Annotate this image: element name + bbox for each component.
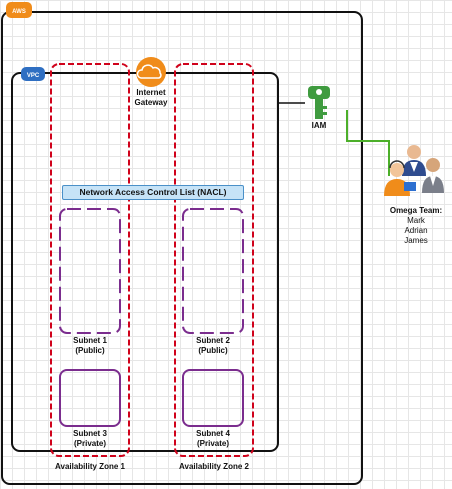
team-title: Omega Team: [389, 206, 443, 215]
subnet-4-type: (Private) [196, 439, 229, 448]
svg-text:VPC: VPC [27, 73, 40, 79]
internet-gateway-label-line2: Gateway [134, 98, 168, 107]
subnet-3-name: Subnet 3 [73, 429, 107, 438]
subnet-3-type: (Private) [73, 439, 106, 448]
subnet-3-label: Subnet 3 (Private) [60, 429, 120, 449]
team-member-3: James [404, 236, 428, 245]
iam-key-icon [308, 86, 330, 119]
iam-team-connector-green [346, 110, 390, 176]
team-people-icon [384, 145, 444, 196]
subnet-2-type: (Public) [198, 346, 228, 355]
subnet-1-label: Subnet 1 (Public) [60, 336, 120, 356]
vpc-icon: VPC [21, 67, 45, 81]
internet-gateway-icon [136, 57, 166, 87]
aws-icon: AWS [6, 2, 32, 18]
subnet-4-box [182, 369, 244, 427]
subnet-1-box [59, 208, 121, 334]
availability-zone-2-label: Availability Zone 2 [179, 462, 249, 471]
internet-gateway-label-line1: Internet [136, 88, 166, 97]
subnet-2-box [182, 208, 244, 334]
svg-text:AWS: AWS [12, 9, 26, 15]
iam-label: IAM [311, 121, 327, 130]
team-member-2: Adrian [404, 226, 428, 235]
availability-zone-1-label: Availability Zone 1 [55, 462, 125, 471]
subnet-1-name: Subnet 1 [73, 336, 107, 345]
subnet-4-label: Subnet 4 (Private) [183, 429, 243, 449]
team-member-1: Mark [407, 216, 425, 225]
internet-gateway-label: Internet Gateway [126, 88, 176, 108]
aws-cloud-boundary [1, 11, 363, 485]
subnet-3-box [59, 369, 121, 427]
availability-zone-1-boundary [50, 63, 130, 457]
subnet-4-name: Subnet 4 [196, 429, 230, 438]
subnet-2-label: Subnet 2 (Public) [183, 336, 243, 356]
nacl-label: Network Access Control List (NACL) [62, 185, 244, 200]
subnet-1-type: (Public) [75, 346, 105, 355]
subnet-2-name: Subnet 2 [196, 336, 230, 345]
team-label: Omega Team: Mark Adrian James [382, 206, 450, 246]
availability-zone-2-boundary [174, 63, 254, 457]
